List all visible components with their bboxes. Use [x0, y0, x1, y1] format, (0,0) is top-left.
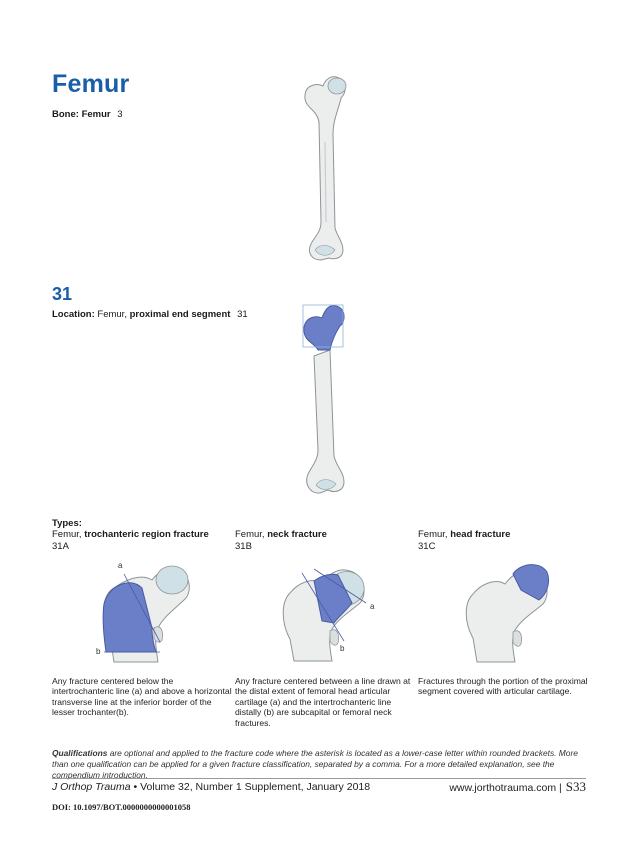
location-code: 31 — [237, 309, 248, 320]
footer-journal: J Orthop Trauma • Volume 32, Number 1 Su… — [52, 781, 370, 793]
footer-site: www.jorthotrauma.com | S33 — [449, 779, 586, 795]
location-label: Location: — [52, 309, 95, 320]
type-31a-code: 31A — [52, 541, 232, 553]
femur-illustration — [295, 72, 355, 264]
bone-label: Bone: — [52, 109, 79, 120]
section-number: 31 — [52, 284, 72, 305]
bone-name: Femur — [82, 109, 111, 120]
qualifications-note: Qualifications are optional and applied … — [52, 748, 592, 780]
type-31b-illustration: a b — [276, 563, 386, 663]
type-31c-description: Fractures through the portion of the pro… — [418, 676, 600, 697]
type-31b-heading: Femur, neck fracture 31B — [235, 529, 415, 553]
type-31c-code: 31C — [418, 541, 598, 553]
type-31b-name: neck fracture — [267, 529, 327, 540]
type-31a-description: Any fracture centered below the intertro… — [52, 676, 234, 718]
type-31a-label-a: a — [118, 561, 123, 570]
type-31c-prefix: Femur, — [418, 529, 448, 540]
location-segment: proximal end segment — [130, 309, 231, 320]
qualifications-text: are optional and applied to the fracture… — [52, 748, 578, 780]
location-line: Location: Femur, proximal end segment 31 — [52, 309, 248, 321]
type-31a-heading: Femur, trochanteric region fracture 31A — [52, 529, 232, 553]
type-31a-prefix: Femur, — [52, 529, 82, 540]
location-bone: Femur, — [97, 309, 127, 320]
type-31b-code: 31B — [235, 541, 415, 553]
type-31b-description: Any fracture centered between a line dra… — [235, 676, 417, 728]
type-31a-illustration: a b — [92, 558, 202, 664]
journal-website[interactable]: www.jorthotrauma.com | — [449, 782, 561, 794]
page-title: Femur — [52, 70, 129, 99]
femur-proximal-segment-illustration — [296, 300, 356, 500]
type-31c-heading: Femur, head fracture 31C — [418, 529, 598, 553]
type-31b-label-b: b — [340, 644, 345, 653]
bone-line: Bone: Femur 3 — [52, 109, 123, 121]
type-31a-label-b: b — [96, 647, 101, 656]
qualifications-label: Qualifications — [52, 748, 107, 758]
type-31c-illustration — [459, 560, 569, 664]
type-31a-name: trochanteric region fracture — [84, 529, 209, 540]
type-31c-name: head fracture — [450, 529, 510, 540]
type-31b-prefix: Femur, — [235, 529, 265, 540]
bone-code: 3 — [117, 109, 122, 120]
type-31b-label-a: a — [370, 602, 375, 611]
journal-name: J Orthop Trauma — [52, 781, 131, 793]
page-number: S33 — [566, 779, 586, 794]
journal-details: • Volume 32, Number 1 Supplement, Januar… — [134, 781, 371, 793]
doi[interactable]: DOI: 10.1097/BOT.0000000000001058 — [52, 802, 190, 812]
